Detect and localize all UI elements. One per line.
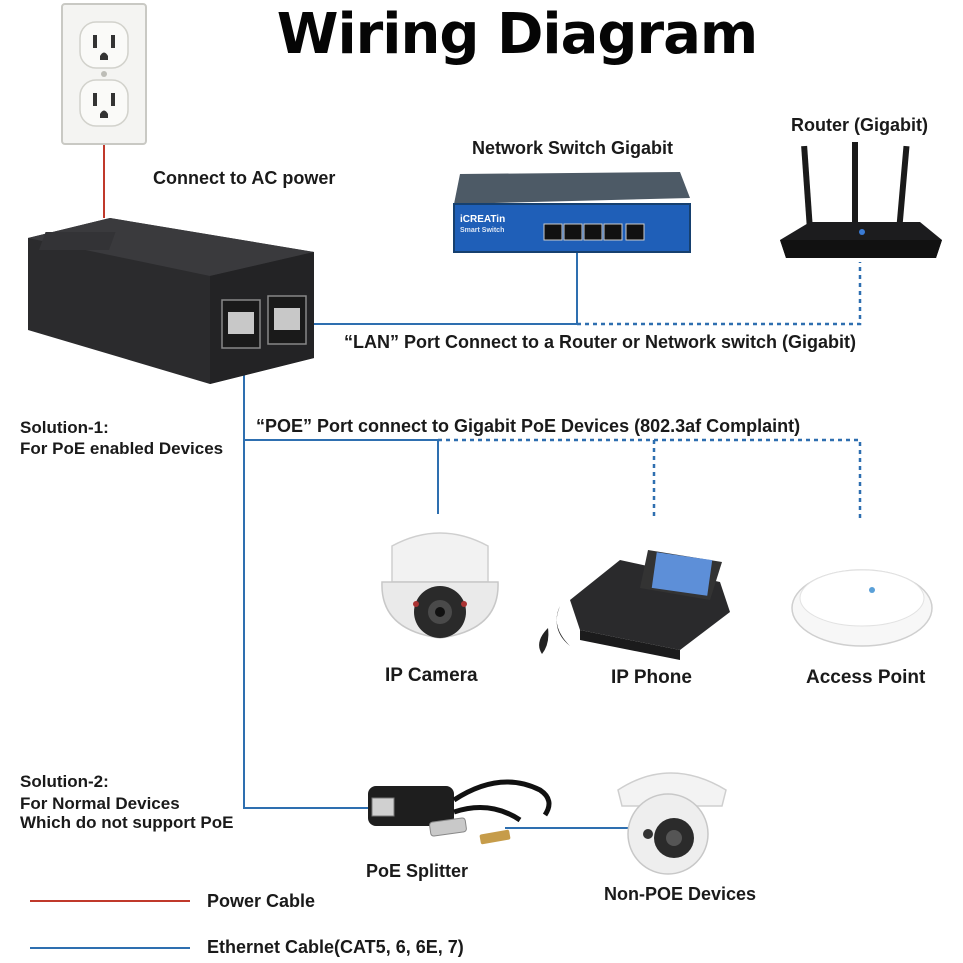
access-point-label: Access Point [806,667,926,688]
switch-brand-label: iCREATin [460,214,506,225]
legend-power-label: Power Cable [207,891,316,911]
solution2-line1: For Normal Devices [20,794,180,813]
poe-cable-optional [438,438,862,520]
router [780,142,942,258]
ip-phone [539,550,730,660]
non-poe-label: Non-POE Devices [604,884,757,904]
ip-camera [381,532,499,639]
solution1-desc: For PoE enabled Devices [20,439,224,458]
poe-splitter-label: PoE Splitter [366,861,469,881]
poe-cable-camera [244,439,439,514]
page-title: Wiring Diagram [276,2,759,67]
ac-power-label: Connect to AC power [153,168,336,188]
router-label: Router (Gigabit) [791,115,928,135]
access-point [791,569,933,647]
solution1-title: Solution-1: [20,418,109,437]
network-switch [453,172,691,253]
poe-splitter [368,779,552,845]
non-poe-camera [617,772,727,875]
lan-cable-router [577,262,862,326]
ip-camera-label: IP Camera [385,665,478,686]
poe-port-label: “POE” Port connect to Gigabit PoE Device… [256,416,801,436]
solution2-line2: Which do not support PoE [20,813,234,832]
wall-outlet [61,3,147,145]
solution2-title: Solution-2: [20,772,109,791]
poe-cable-main [243,350,370,809]
legend-ethernet-label: Ethernet Cable(CAT5, 6, 6E, 7) [207,937,464,957]
lan-cable-switch [288,250,578,325]
lan-port-label: “LAN” Port Connect to a Router or Networ… [344,332,857,352]
switch-label: Network Switch Gigabit [472,138,674,158]
poe-injector [28,218,314,384]
ip-phone-label: IP Phone [611,667,692,688]
switch-model-label: Smart Switch [460,227,505,234]
